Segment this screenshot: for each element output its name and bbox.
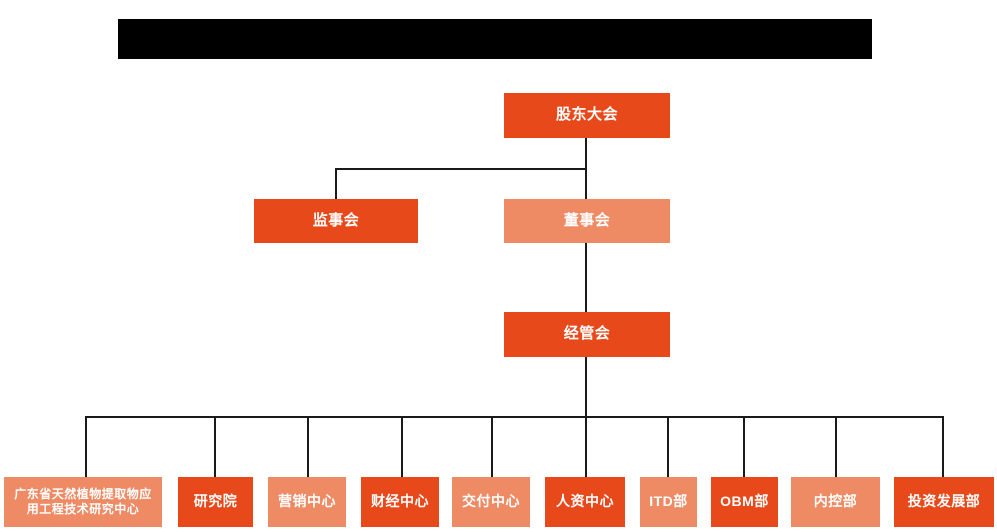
- node-guangdong-research-center[interactable]: 广东省天然植物提取物应 用工程技术研究中心: [4, 477, 162, 527]
- node-label: 营销中心: [278, 493, 336, 510]
- node-internal-control-dept[interactable]: 内控部: [791, 477, 880, 527]
- node-hr-center[interactable]: 人资中心: [545, 477, 625, 527]
- node-delivery-center[interactable]: 交付中心: [452, 477, 530, 527]
- connector-supervisors-drop: [335, 168, 337, 199]
- connector-drop-internal-control-dept: [835, 416, 837, 477]
- connector-shareholders-stem: [585, 138, 587, 169]
- connector-management-stem: [585, 357, 587, 418]
- redacted-title-bar: [118, 19, 872, 59]
- node-label: 交付中心: [462, 493, 520, 510]
- connector-departments-bus: [86, 416, 943, 418]
- node-board-of-directors[interactable]: 董事会: [504, 199, 670, 243]
- node-label: 研究院: [193, 493, 238, 510]
- connector-drop-hr-center: [585, 416, 587, 477]
- node-label: 股东大会: [555, 106, 618, 124]
- node-label: 监事会: [312, 211, 360, 229]
- connector-drop-institute: [214, 416, 216, 477]
- connector-drop-itd-dept: [667, 416, 669, 477]
- node-itd-dept[interactable]: ITD部: [640, 477, 697, 527]
- node-board-of-supervisors[interactable]: 监事会: [254, 199, 418, 243]
- node-institute[interactable]: 研究院: [178, 477, 253, 527]
- connector-drop-marketing-center: [307, 416, 309, 477]
- node-finance-center[interactable]: 财经中心: [361, 477, 439, 527]
- connector-directors-to-management: [585, 243, 587, 312]
- connector-drop-finance-center: [401, 416, 403, 477]
- connector-drop-delivery-center: [491, 416, 493, 477]
- node-shareholders-meeting[interactable]: 股东大会: [504, 93, 670, 138]
- connector-drop-obm-dept: [743, 416, 745, 477]
- node-investment-development-dept[interactable]: 投资发展部: [894, 477, 994, 527]
- node-label: 投资发展部: [907, 493, 981, 510]
- node-obm-dept[interactable]: OBM部: [711, 477, 778, 527]
- node-marketing-center[interactable]: 营销中心: [268, 477, 346, 527]
- connector-drop-investment-development-dept: [942, 416, 944, 477]
- node-management-committee[interactable]: 经管会: [504, 312, 670, 357]
- node-label: OBM部: [720, 493, 769, 510]
- node-label: ITD部: [649, 493, 688, 510]
- node-label: 人资中心: [556, 493, 614, 510]
- node-label: 内控部: [813, 493, 858, 510]
- node-label: 财经中心: [371, 493, 429, 510]
- node-label: 广东省天然植物提取物应 用工程技术研究中心: [14, 487, 152, 516]
- connector-drop-research-center: [85, 416, 87, 477]
- node-label: 经管会: [563, 325, 611, 343]
- connector-level2-bus: [336, 168, 587, 170]
- node-label: 董事会: [563, 211, 611, 229]
- connector-directors-drop: [585, 168, 587, 199]
